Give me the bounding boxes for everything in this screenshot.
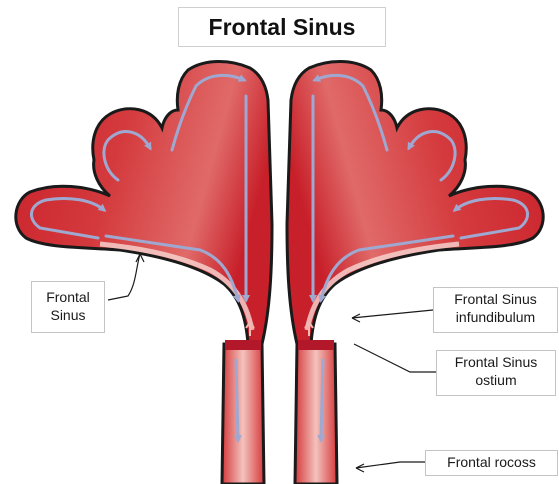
frontal-sinus-label-line1: Frontal <box>36 288 100 306</box>
infundibulum-label-line2: infundibulum <box>438 308 553 326</box>
ostium-label: Frontal Sinus ostium <box>436 350 556 396</box>
infundibulum-label: Frontal Sinus infundibulum <box>433 287 558 333</box>
ostium-leader-line <box>354 344 436 372</box>
frontal-sinus-leader-line <box>108 254 140 300</box>
frontal-recess-label: Frontal rocoss <box>425 450 558 476</box>
right-frontal-recess <box>295 344 337 484</box>
diagram-title: Frontal Sinus <box>178 7 386 47</box>
frontal-sinus-label-line2: Sinus <box>36 306 100 324</box>
ostium-label-line2: ostium <box>441 371 551 389</box>
left-frontal-recess <box>222 344 264 484</box>
ostium-label-line1: Frontal Sinus <box>441 353 551 371</box>
frontal-sinus-label: Frontal Sinus <box>31 281 105 333</box>
left-ostium-band <box>225 340 261 350</box>
right-ostium-band <box>298 340 334 350</box>
infundibulum-label-line1: Frontal Sinus <box>438 290 553 308</box>
callout-lines <box>108 254 436 472</box>
infundibulum-leader-line <box>352 310 433 318</box>
recess-leader-line <box>356 462 425 468</box>
